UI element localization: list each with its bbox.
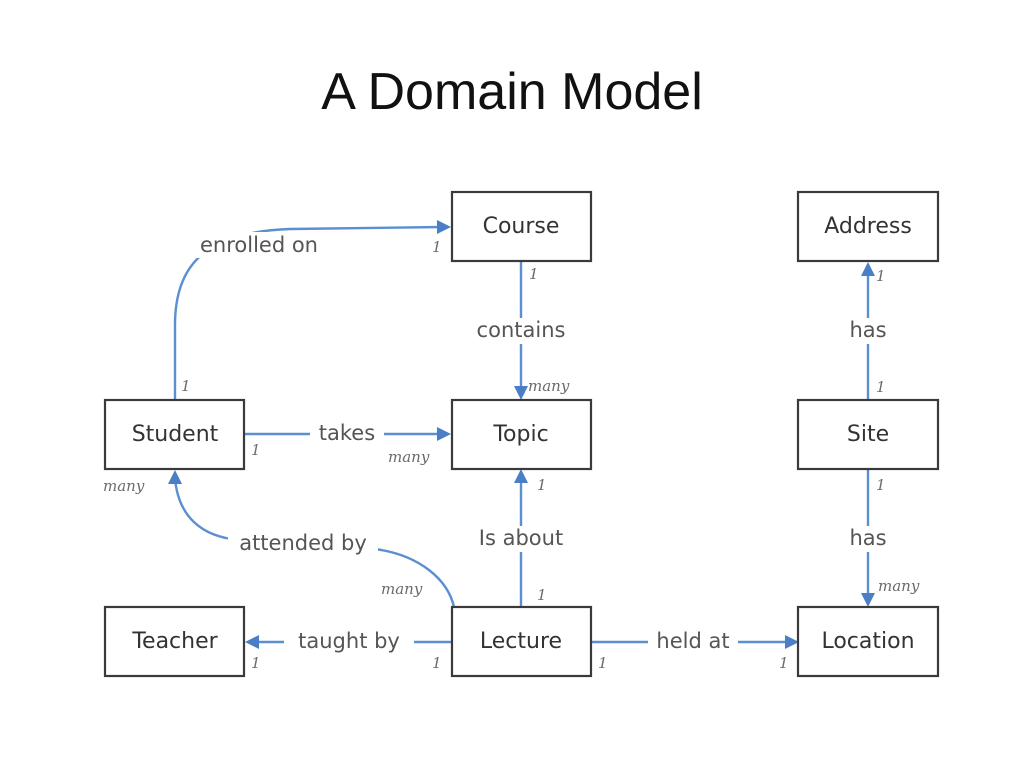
is-about-mult-topic: 1 <box>537 476 547 494</box>
attended-by-mult-student: many <box>103 477 145 495</box>
site-has-address-arrowhead <box>861 262 875 276</box>
entity-location-box <box>796 605 940 678</box>
entity-student-label: Student <box>132 422 219 447</box>
contains-mult-topic: many <box>528 377 570 395</box>
entity-location[interactable]: Location <box>796 605 940 678</box>
contains-mult-course: 1 <box>529 265 539 283</box>
relationship-attended-by: attended by many many <box>103 470 456 608</box>
taught-by-mult-teacher: 1 <box>251 654 261 672</box>
entity-location-label: Location <box>821 629 914 654</box>
contains-arrowhead <box>514 386 528 400</box>
entity-lecture-label: Lecture <box>480 629 562 654</box>
relationship-held-at: held at 1 1 <box>591 629 799 672</box>
relationship-enrolled-on: enrolled on 1 1 <box>173 220 451 402</box>
enrolled-on-mult-course: 1 <box>432 238 442 256</box>
entity-teacher-label: Teacher <box>131 629 218 654</box>
site-has-address-label: has <box>849 318 886 342</box>
entity-site[interactable]: Site <box>796 398 940 471</box>
attended-by-mult-lecture: many <box>381 580 423 598</box>
entity-topic-box <box>450 398 593 471</box>
takes-label: takes <box>319 421 375 445</box>
attended-by-arrowhead <box>168 470 182 484</box>
site-has-location-mult-site: 1 <box>876 476 886 494</box>
taught-by-arrowhead <box>245 635 259 649</box>
entity-course-label: Course <box>483 214 560 239</box>
entity-teacher[interactable]: Teacher <box>103 605 246 678</box>
held-at-mult-location: 1 <box>779 654 789 672</box>
held-at-label: held at <box>656 629 729 653</box>
entity-student-box <box>103 398 246 471</box>
entity-topic[interactable]: Topic <box>450 398 593 471</box>
held-at-label-bg <box>648 629 738 655</box>
entity-lecture[interactable]: Lecture <box>450 605 593 678</box>
relationship-takes: takes 1 many <box>244 421 451 466</box>
relationship-site-has-address: has 1 1 <box>838 262 898 401</box>
site-has-location-arrowhead <box>861 593 875 607</box>
enrolled-on-label: enrolled on <box>200 233 318 257</box>
entity-address-box <box>796 190 940 263</box>
site-has-address-label-bg <box>838 318 898 344</box>
attended-by-label-bg <box>228 531 378 557</box>
site-has-location-label-bg <box>838 526 898 552</box>
site-has-address-mult-site: 1 <box>876 378 886 396</box>
entity-address[interactable]: Address <box>796 190 940 263</box>
relationship-contains: contains 1 many <box>462 262 580 400</box>
relationship-is-about: Is about 1 1 <box>466 469 576 607</box>
site-has-location-label: has <box>849 526 886 550</box>
entity-course[interactable]: Course <box>450 190 593 263</box>
entity-course-box <box>450 190 593 263</box>
taught-by-mult-lecture: 1 <box>432 654 442 672</box>
held-at-mult-lecture: 1 <box>598 654 608 672</box>
is-about-mult-lecture: 1 <box>537 586 547 604</box>
enrolled-on-label-bg <box>190 232 330 258</box>
is-about-arrowhead <box>514 469 528 483</box>
taught-by-label: taught by <box>298 629 400 653</box>
is-about-label: Is about <box>479 526 563 550</box>
entity-lecture-box <box>450 605 593 678</box>
entity-site-label: Site <box>847 422 889 447</box>
held-at-arrowhead <box>785 635 799 649</box>
takes-arrowhead <box>437 427 451 441</box>
takes-mult-student: 1 <box>251 441 261 459</box>
contains-label-bg <box>462 318 580 344</box>
entity-topic-label: Topic <box>492 422 548 447</box>
takes-label-bg <box>310 421 384 447</box>
entity-teacher-box <box>103 605 246 678</box>
page-title: A Domain Model <box>321 63 703 121</box>
relationship-site-has-location: has 1 many <box>838 469 920 607</box>
attended-by-label: attended by <box>239 531 367 555</box>
site-has-location-mult-location: many <box>878 577 920 595</box>
entity-address-label: Address <box>824 214 912 239</box>
entity-student[interactable]: Student <box>103 398 246 471</box>
entity-site-box <box>796 398 940 471</box>
site-has-address-mult-address: 1 <box>876 267 886 285</box>
takes-mult-topic: many <box>388 448 430 466</box>
enrolled-on-arrowhead <box>437 220 451 234</box>
enrolled-on-mult-student: 1 <box>181 377 191 395</box>
contains-label: contains <box>477 318 566 342</box>
relationship-taught-by: taught by 1 1 <box>245 629 452 672</box>
taught-by-label-bg <box>284 629 414 655</box>
is-about-label-bg <box>466 526 576 552</box>
